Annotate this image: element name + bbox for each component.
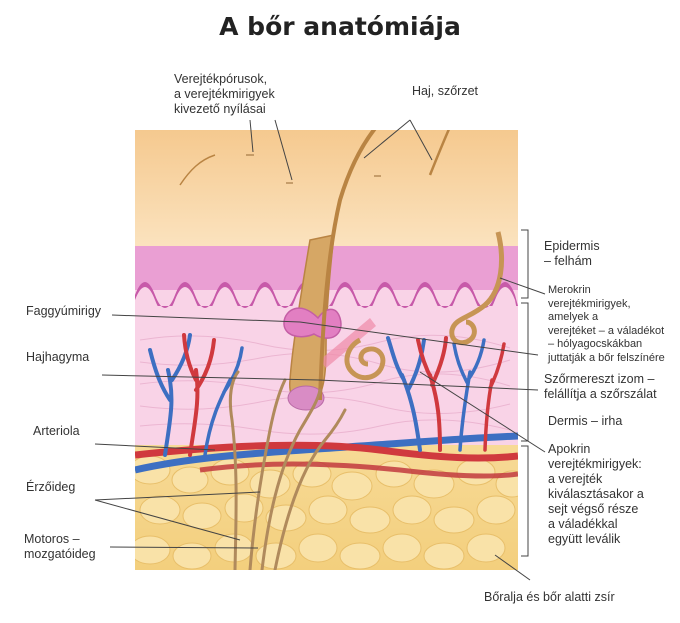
label-apocrine-line-2: verejtékmirigyek: xyxy=(548,457,642,471)
label-eccrine-line-4: verejtéket – a váladékot xyxy=(548,324,665,337)
label-apocrine: Apokrin verejtékmirigyek: a verejték kiv… xyxy=(548,442,644,547)
nerves xyxy=(228,370,347,570)
label-arrector: Szőrmereszt izom – felállítja a szőrszál… xyxy=(544,372,657,402)
surface-layer xyxy=(135,130,518,248)
label-epidermis: Epidermis – felhám xyxy=(544,239,600,269)
label-hypodermis: Bőralja és bőr alatti zsír xyxy=(484,590,615,604)
label-apocrine-line-6: a váladékkal xyxy=(548,517,618,531)
label-eccrine-line-5: – hólyagocskákban xyxy=(548,338,643,350)
label-arteriole: Arteriola xyxy=(33,424,80,438)
label-apocrine-line-3: a verejték xyxy=(548,472,603,486)
eccrine-duct xyxy=(449,231,504,346)
artery-vessel xyxy=(135,441,518,462)
fat-cells xyxy=(135,455,518,570)
label-arrector-line-2: felállítja a szőrszálat xyxy=(544,387,657,401)
label-eccrine: Merokrin verejtékmirigyek, amelyek a ver… xyxy=(548,284,665,365)
capillaries-right xyxy=(386,336,506,452)
hair-shaft-2 xyxy=(428,130,450,176)
surface-hair xyxy=(179,154,216,186)
label-eccrine-line-6: juttatják a bőr felszínére xyxy=(548,351,665,364)
label-motor-nerve: Motoros – mozgatóideg xyxy=(24,532,96,562)
label-sweat-pores: Verejtékpórusok, a verejtékmirigyek kive… xyxy=(174,72,275,117)
label-apocrine-line-5: sejt végső része xyxy=(548,502,639,516)
diagram-title: A bőr anatómiája xyxy=(219,12,461,41)
label-motor-nerve-line-2: mozgatóideg xyxy=(24,547,96,561)
label-sweat-pores-line-3: kivezető nyílásai xyxy=(174,102,266,116)
label-sweat-pores-line-2: a verejtékmirigyek xyxy=(174,87,275,101)
label-follicle: Hajhagyma xyxy=(26,350,90,364)
leader-lines xyxy=(94,119,546,581)
label-epidermis-line-1: Epidermis xyxy=(544,239,600,253)
label-eccrine-line-2: verejtékmirigyek, xyxy=(548,297,631,310)
layer-brackets xyxy=(521,229,529,557)
label-sensory-nerve: Érzőideg xyxy=(26,480,76,494)
hair-shaft xyxy=(318,130,377,401)
label-sweat-pores-line-1: Verejtékpórusok, xyxy=(174,72,268,86)
label-motor-nerve-line-1: Motoros – xyxy=(24,532,80,546)
label-apocrine-line-4: kiválasztásakor a xyxy=(548,487,644,501)
apocrine-gland xyxy=(344,337,386,381)
label-dermis: Dermis – irha xyxy=(548,414,623,428)
label-epidermis-line-2: – felhám xyxy=(544,254,592,268)
label-apocrine-line-7: együtt leválik xyxy=(548,532,621,546)
sebaceous-gland xyxy=(283,307,342,339)
artery-vessel-2 xyxy=(199,461,518,479)
label-eccrine-line-1: Merokrin xyxy=(548,284,591,296)
label-eccrine-line-3: amelyek a xyxy=(548,311,599,323)
label-apocrine-line-1: Apokrin xyxy=(548,442,591,456)
label-hair: Haj, szőrzet xyxy=(412,84,478,98)
label-sebaceous: Faggyúmirigy xyxy=(26,304,102,318)
epidermis-wave-light xyxy=(135,287,518,316)
sweat-pores xyxy=(246,154,381,184)
label-arrector-line-1: Szőrmereszt izom – xyxy=(544,372,655,386)
